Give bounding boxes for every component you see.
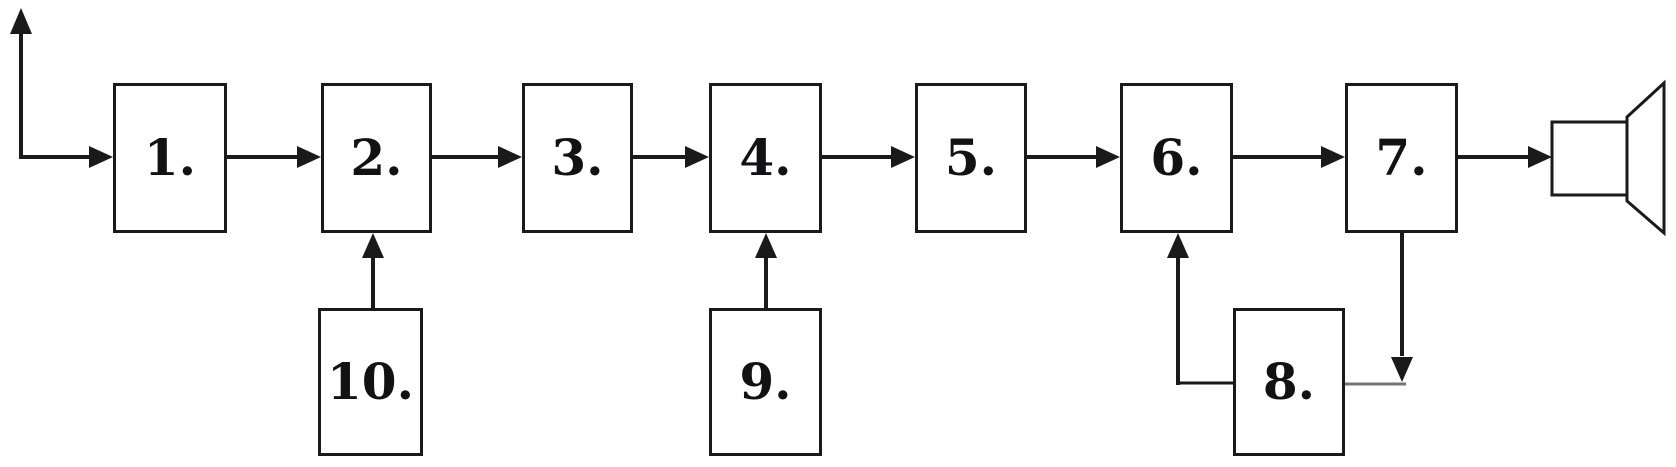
block-3: 3. <box>522 83 633 233</box>
arrow-4-to-5 <box>822 146 915 168</box>
arrow-9-to-4 <box>755 233 777 308</box>
block-1: 1. <box>113 83 227 233</box>
block-9: 9. <box>709 308 822 456</box>
block-6-label: 6. <box>1150 128 1203 187</box>
arrow-6-to-7 <box>1233 146 1345 168</box>
arrow-antenna-to-1 <box>89 146 113 168</box>
arrow-10-to-2 <box>362 233 384 308</box>
block-6: 6. <box>1120 83 1233 233</box>
block-4-label: 4. <box>739 128 792 187</box>
loudspeaker-icon <box>1550 79 1666 237</box>
arrow-2-to-3 <box>432 146 522 168</box>
block-8-label: 8. <box>1262 352 1316 411</box>
block-1-label: 1. <box>143 128 197 187</box>
block-4: 4. <box>709 83 822 233</box>
block-9-label: 9. <box>739 352 792 411</box>
arrow-7-to-8 <box>1345 233 1413 386</box>
arrow-5-to-6 <box>1027 146 1120 168</box>
block-3-label: 3. <box>551 128 604 187</box>
block-10: 10. <box>318 308 423 456</box>
arrow-8-to-6 <box>1167 233 1233 385</box>
block-7-label: 7. <box>1375 128 1428 187</box>
block-5-label: 5. <box>944 128 998 187</box>
block-2-label: 2. <box>350 128 403 187</box>
block-5: 5. <box>915 83 1027 233</box>
block-7: 7. <box>1345 83 1458 233</box>
arrow-3-to-4 <box>633 146 709 168</box>
arrow-7-to-loudspeaker <box>1458 146 1552 168</box>
antenna-icon <box>10 8 113 168</box>
arrow-1-to-2 <box>227 146 321 168</box>
block-8: 8. <box>1233 308 1345 456</box>
block-10-label: 10. <box>327 352 414 411</box>
block-2: 2. <box>321 83 432 233</box>
